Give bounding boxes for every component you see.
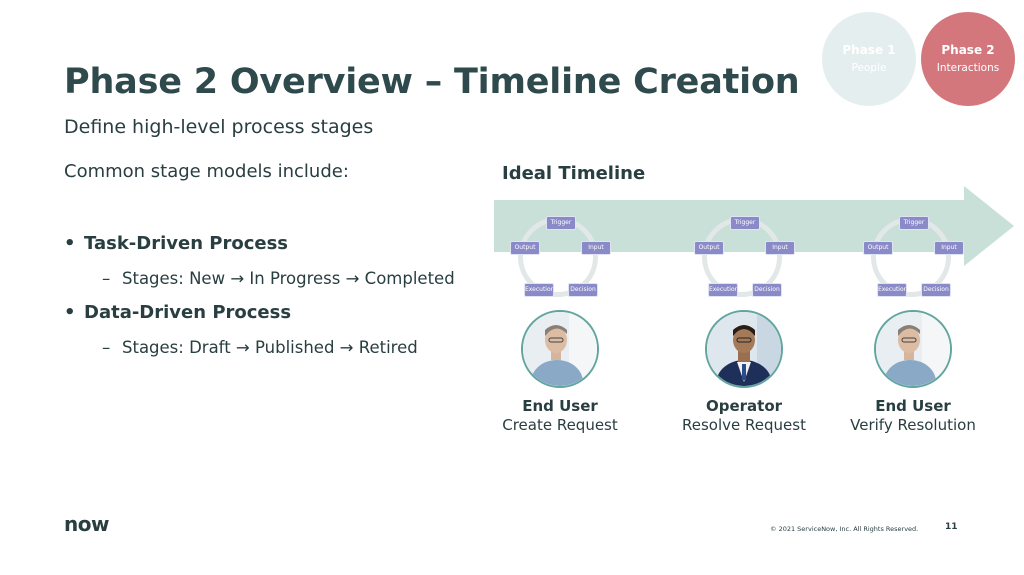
cycle-node-execution: Execution: [877, 283, 907, 297]
cycle-node-input: Input: [581, 241, 611, 255]
phase-1-title: Phase 1: [842, 43, 896, 57]
cycle-node-input: Input: [934, 241, 964, 255]
dash: –: [102, 338, 111, 357]
dash: –: [102, 269, 111, 288]
sub-bullet-task-stages: –Stages: New → In Progress → Completed: [102, 269, 455, 288]
person-photo-icon: [707, 312, 781, 386]
page-number: 11: [945, 522, 958, 532]
stage-3-action: Verify Resolution: [850, 416, 976, 434]
cycle-node-output: Output: [694, 241, 724, 255]
sub-bullet-text: Stages: Draft → Published → Retired: [122, 338, 418, 357]
cycle-node-output: Output: [863, 241, 893, 255]
bullet-task-driven: • Task-Driven Process: [64, 233, 288, 254]
cycle-node-execution: Execution: [708, 283, 738, 297]
bullet-label: Task-Driven Process: [84, 233, 289, 254]
stage-1-action: Create Request: [502, 416, 618, 434]
sub-bullet-data-stages: –Stages: Draft → Published → Retired: [102, 338, 418, 357]
cycle-node-input: Input: [765, 241, 795, 255]
phase-2-indicator: Phase 2 Interactions: [921, 12, 1015, 106]
bullet-label: Data-Driven Process: [84, 302, 292, 323]
cycle-node-trigger: Trigger: [899, 216, 929, 230]
cycle-node-execution: Execution: [524, 283, 554, 297]
intro-text: Common stage models include:: [64, 161, 349, 182]
bullet-data-driven: • Data-Driven Process: [64, 302, 291, 323]
person-photo-icon: [876, 312, 950, 386]
cycle-node-decision: Decision: [921, 283, 951, 297]
bullet-dot: •: [64, 233, 76, 254]
stage-2-action: Resolve Request: [682, 416, 806, 434]
copyright-text: © 2021 ServiceNow, Inc. All Rights Reser…: [770, 525, 919, 533]
phase-2-subtitle: Interactions: [936, 62, 1000, 74]
operator-avatar: [705, 310, 783, 388]
cycle-node-decision: Decision: [568, 283, 598, 297]
servicenow-logo: now: [64, 512, 109, 536]
sub-bullet-text: Stages: New → In Progress → Completed: [122, 269, 455, 288]
timeline-title: Ideal Timeline: [502, 163, 646, 184]
cycle-node-output: Output: [510, 241, 540, 255]
phase-2-title: Phase 2: [941, 43, 995, 57]
stage-1-role: End User: [522, 397, 598, 415]
cycle-node-decision: Decision: [752, 283, 782, 297]
stage-3-role: End User: [875, 397, 951, 415]
cycle-node-trigger: Trigger: [730, 216, 760, 230]
end-user-avatar: [521, 310, 599, 388]
cycle-node-trigger: Trigger: [546, 216, 576, 230]
person-photo-icon: [523, 312, 597, 386]
phase-1-indicator: Phase 1 People: [822, 12, 916, 106]
stage-2-role: Operator: [705, 397, 783, 415]
bullet-dot: •: [64, 302, 76, 323]
phase-1-subtitle: People: [851, 62, 887, 74]
slide-subtitle: Define high-level process stages: [64, 116, 374, 138]
end-user-avatar: [874, 310, 952, 388]
slide-title: Phase 2 Overview – Timeline Creation: [64, 62, 800, 102]
